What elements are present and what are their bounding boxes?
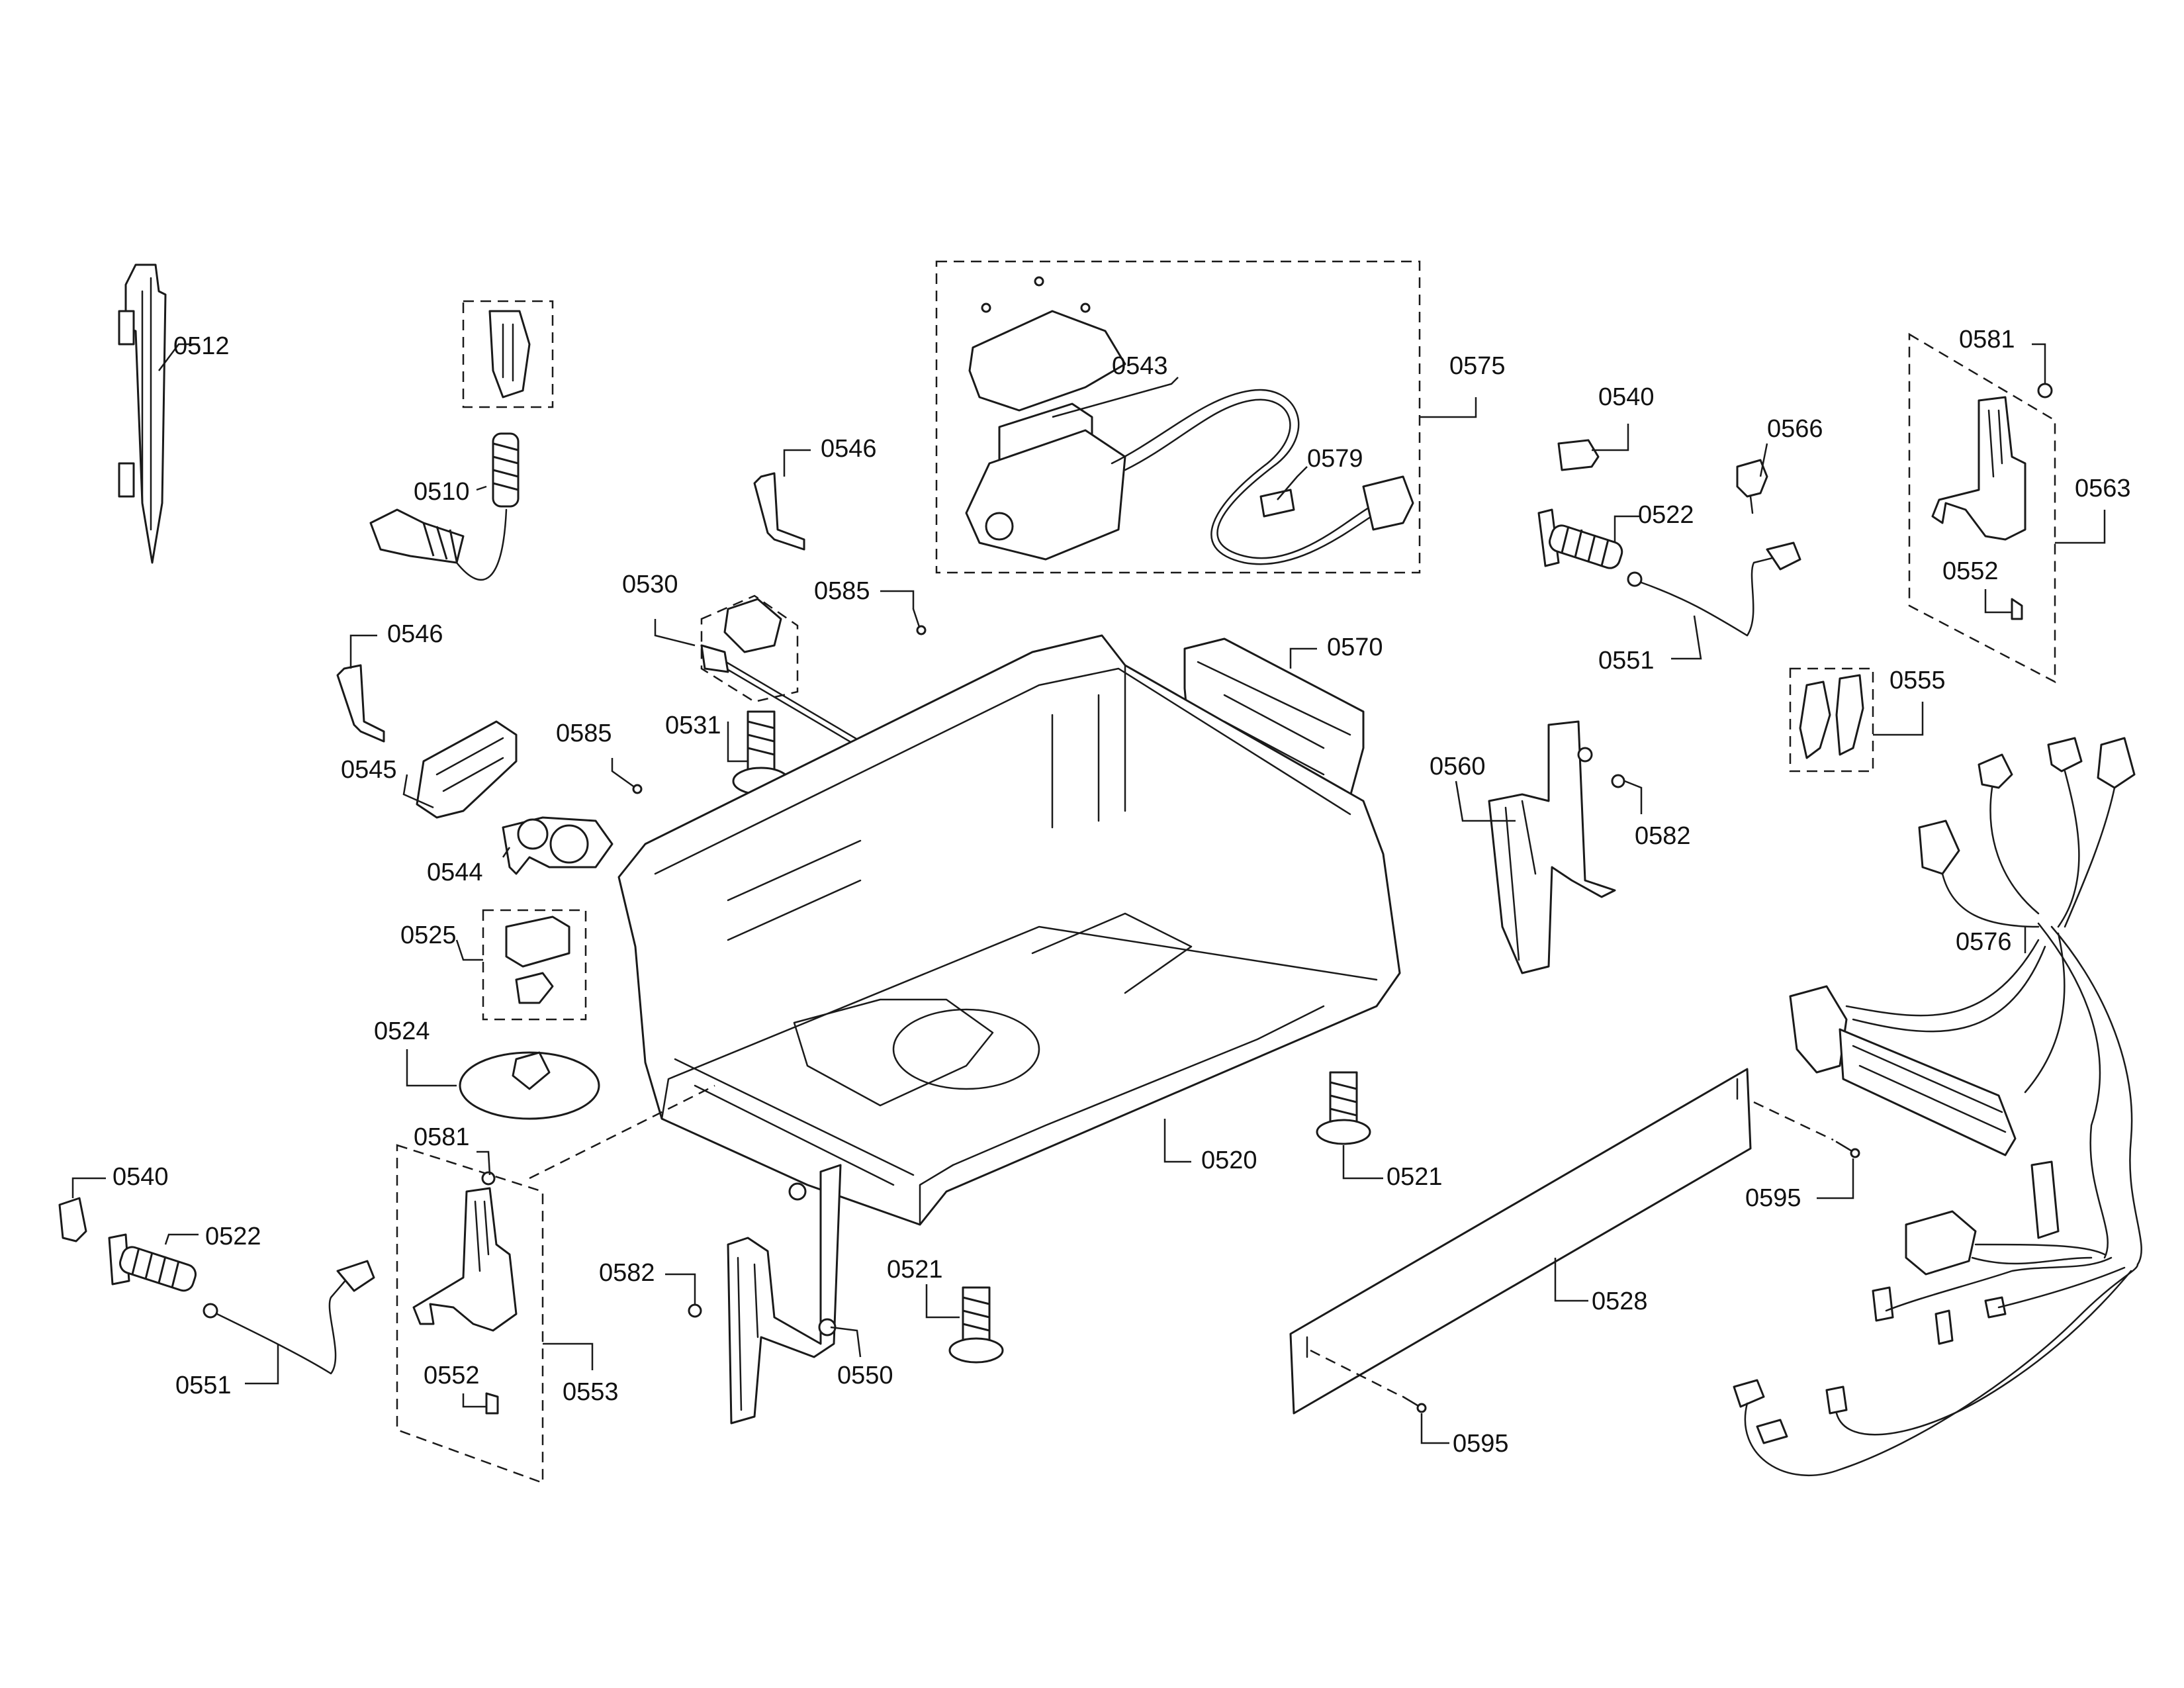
label-0570: 0570 — [1327, 633, 1383, 661]
label-0553: 0553 — [563, 1378, 619, 1406]
part-0521-foot-right — [1316, 1071, 1371, 1145]
label-0579: 0579 — [1307, 445, 1363, 473]
part-0576-wire-harness — [1733, 737, 2142, 1476]
part-0560-hinge — [1488, 720, 1616, 974]
part-0546-clip-lower — [336, 664, 385, 743]
part-0510-assembly — [369, 300, 554, 581]
label-0563: 0563 — [2075, 475, 2131, 502]
part-0585-screw-top — [912, 608, 927, 635]
part-0551-cable-bottom — [203, 1260, 375, 1375]
part-0595-screw-right — [1835, 1141, 1860, 1158]
label-0543: 0543 — [1112, 352, 1168, 380]
label-0582-mid: 0582 — [599, 1259, 655, 1287]
label-0552-top: 0552 — [1942, 557, 1999, 585]
part-0550-hinge — [727, 1164, 842, 1425]
part-0520-base — [617, 634, 1401, 1226]
part-0582-screw-mid — [688, 1303, 702, 1318]
label-0581-bottom: 0581 — [414, 1123, 470, 1151]
label-0551-top: 0551 — [1598, 647, 1655, 675]
label-0512: 0512 — [173, 332, 230, 360]
part-0528-kickplate — [1289, 1068, 1752, 1415]
part-0540-stopper-top — [1557, 439, 1600, 471]
part-0563-hinge-group — [1908, 332, 2056, 684]
label-0550: 0550 — [837, 1362, 893, 1389]
part-0512-rail — [118, 263, 167, 564]
part-0555-clips — [1789, 667, 1874, 773]
label-0521-mid: 0521 — [887, 1256, 943, 1284]
label-0530: 0530 — [622, 571, 678, 598]
label-0560: 0560 — [1430, 753, 1486, 780]
part-0575-pump-assembly — [935, 260, 1421, 574]
label-0522-top: 0522 — [1638, 501, 1694, 529]
part-0522-spring-bottom — [108, 1233, 197, 1292]
part-0540-stopper-bottom — [58, 1197, 87, 1243]
label-0551-bottom: 0551 — [175, 1372, 232, 1399]
label-0575: 0575 — [1449, 352, 1506, 380]
label-0546-upper: 0546 — [821, 435, 877, 463]
label-0540-bottom: 0540 — [113, 1163, 169, 1191]
label-0545: 0545 — [341, 756, 397, 784]
label-0524: 0524 — [374, 1017, 430, 1045]
part-0553-hinge-group — [396, 1144, 544, 1484]
label-0520: 0520 — [1201, 1147, 1257, 1174]
part-0595-screw-bottom — [1402, 1395, 1427, 1413]
label-0531: 0531 — [665, 712, 721, 739]
label-0521-right: 0521 — [1387, 1163, 1443, 1191]
part-0544-valve — [502, 816, 614, 875]
part-0521-foot-mid — [948, 1286, 1004, 1364]
part-0524-disc — [459, 1051, 600, 1120]
label-0582-right: 0582 — [1635, 822, 1691, 850]
label-0528: 0528 — [1592, 1288, 1648, 1315]
part-0525-sensor — [482, 909, 587, 1021]
label-0522-bottom: 0522 — [205, 1223, 261, 1250]
part-0522-spring-top — [1537, 508, 1623, 569]
label-0552-bottom: 0552 — [424, 1362, 480, 1389]
label-0546-lower: 0546 — [387, 620, 443, 648]
part-0566-sensor — [1736, 459, 1768, 514]
label-0510: 0510 — [414, 478, 470, 506]
label-0544: 0544 — [427, 859, 483, 886]
label-0595-bottom: 0595 — [1453, 1430, 1509, 1458]
part-0551-cable-top — [1627, 541, 1801, 637]
part-0582-screw-right — [1611, 774, 1625, 788]
label-0585-left: 0585 — [556, 720, 612, 747]
part-0546-clip-upper — [753, 472, 805, 551]
label-0540-top: 0540 — [1598, 383, 1655, 411]
label-0585-top: 0585 — [814, 577, 870, 605]
part-0545-bracket — [416, 720, 518, 819]
label-0566: 0566 — [1767, 415, 1823, 443]
label-0555: 0555 — [1889, 667, 1946, 694]
label-0581-top: 0581 — [1959, 326, 2015, 353]
label-0525: 0525 — [400, 921, 457, 949]
label-0576: 0576 — [1956, 928, 2012, 956]
label-0595-right: 0595 — [1745, 1184, 1801, 1212]
part-0585-screw-left — [611, 770, 643, 794]
